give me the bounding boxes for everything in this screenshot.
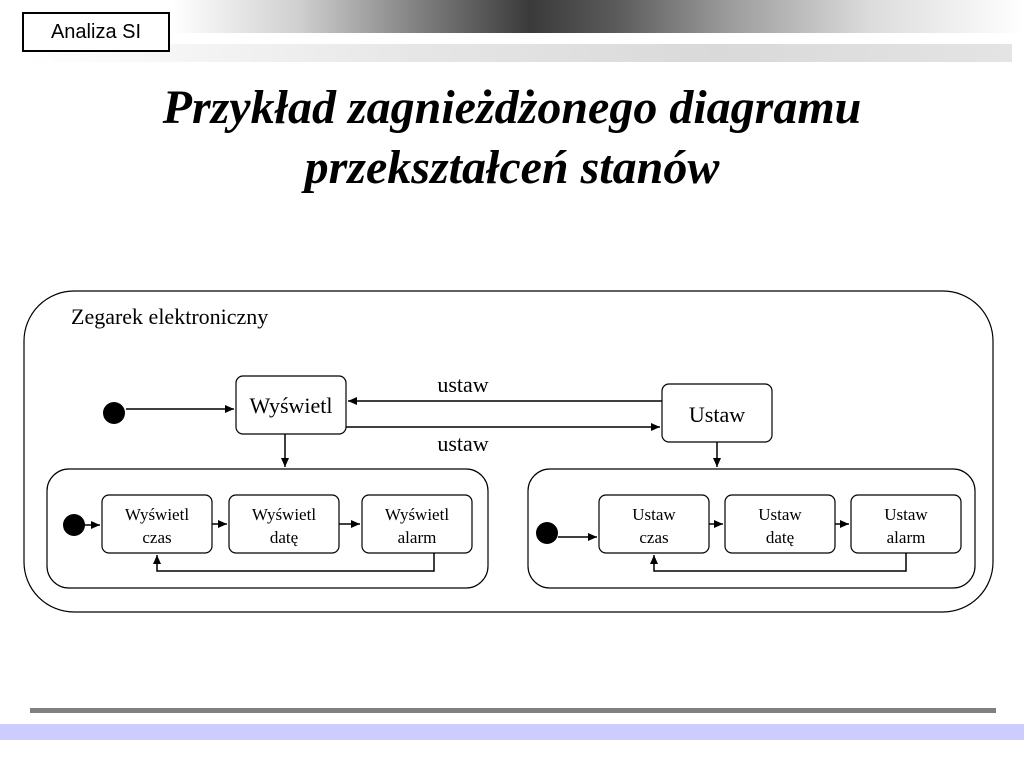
- substate-display-time-line2: czas: [142, 528, 171, 547]
- nested-region-display: [46, 468, 489, 589]
- header-gradient-bar: [172, 0, 1024, 33]
- substate-display-date-line2: datę: [270, 528, 298, 547]
- footer-rule: [30, 708, 996, 713]
- substate-set-time-line2: czas: [639, 528, 668, 547]
- footer-band: [0, 724, 1024, 740]
- substate-set-time-line1: Ustaw: [632, 505, 676, 524]
- transition-lower-label: ustaw: [437, 431, 488, 456]
- state-display: [235, 375, 347, 435]
- substate-display-alarm-line2: alarm: [398, 528, 437, 547]
- substate-set-date-line1: Ustaw: [758, 505, 802, 524]
- nested-region-set: [527, 468, 976, 589]
- slide-title-line-1: Przykład zagnieżdżonego diagramu: [162, 81, 862, 134]
- substate-display-alarm-line1: Wyświetl: [385, 505, 449, 524]
- substate-set-alarm-line1: Ustaw: [884, 505, 928, 524]
- initial-state-display-region: [63, 514, 85, 536]
- state-display-label: Wyświetl: [250, 393, 333, 418]
- transition-upper-label: ustaw: [437, 372, 488, 397]
- outer-state-container: [23, 290, 994, 613]
- slide-title: Przykład zagnieżdżonego diagramu przeksz…: [0, 78, 1024, 198]
- slide-title-line-2: przekształceń stanów: [304, 141, 720, 194]
- substate-display-date-line1: Wyświetl: [252, 505, 316, 524]
- substate-set-alarm-line2: alarm: [887, 528, 926, 547]
- initial-state-set-region: [536, 522, 558, 544]
- substate-display-time-line1: Wyświetl: [125, 505, 189, 524]
- transition-display-alarm-to-time: [153, 553, 435, 572]
- header-rule: [26, 44, 1012, 62]
- transition-set-alarm-to-time: [650, 553, 907, 572]
- course-badge: Analiza SI: [22, 12, 170, 52]
- substate-display-alarm: [361, 494, 473, 554]
- initial-state-top: [103, 402, 125, 424]
- substate-set-date-line2: datę: [766, 528, 794, 547]
- state-set-label: Ustaw: [689, 402, 745, 427]
- outer-state-label: Zegarek elektroniczny: [71, 304, 268, 329]
